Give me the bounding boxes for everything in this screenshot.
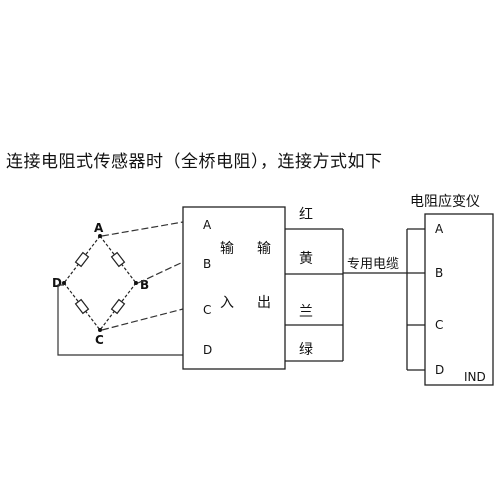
- resistor-d-c: [74, 298, 90, 315]
- instrument-pin-c: C: [435, 318, 443, 332]
- io-box: [182, 206, 286, 370]
- bridge-label-c: C: [95, 333, 104, 347]
- io-box-output-char-1: 输: [257, 241, 271, 257]
- instrument-tag: IND: [464, 370, 486, 384]
- io-box-pin-b: B: [203, 257, 211, 271]
- box-to-cable-wires: [285, 228, 407, 362]
- bridge-node-a-dot: [98, 234, 102, 238]
- wire-label-yellow: 黄: [299, 250, 313, 267]
- instrument-pin-b: B: [435, 266, 443, 280]
- bridge-label-d: D: [52, 276, 62, 290]
- bridge-node-b-dot: [134, 281, 138, 285]
- resistor-b-c: [110, 298, 126, 315]
- instrument-pin-d: D: [435, 363, 444, 377]
- wire-c-to-box: [101, 308, 184, 331]
- instrument-box: [424, 213, 494, 386]
- bridge-circuit: [63, 235, 137, 331]
- resistor-a-b: [110, 251, 126, 268]
- resistor-a-d: [74, 251, 90, 268]
- bridge-label-a: A: [94, 221, 104, 235]
- wire-a-to-box: [101, 221, 184, 237]
- io-box-output-char-2: 出: [257, 295, 271, 311]
- instrument-title: 电阻应变仪: [410, 193, 480, 210]
- io-box-pin-d: D: [203, 343, 212, 357]
- bridge-node-d-dot: [62, 281, 66, 285]
- wire-label-green: 绿: [299, 342, 313, 358]
- io-box-pin-c: C: [203, 303, 211, 317]
- instrument-pin-a: A: [435, 222, 444, 236]
- instrument-bus: [406, 228, 425, 371]
- bridge-label-b: B: [140, 278, 149, 292]
- wire-d-to-box: [57, 284, 183, 356]
- bridge-node-c-dot: [98, 328, 102, 332]
- bridge-nodes: [62, 234, 138, 332]
- io-box-input-char-2: 入: [220, 295, 234, 311]
- cable-label: 专用电缆: [347, 256, 399, 272]
- io-box-pin-a: A: [203, 218, 212, 232]
- wire-b-to-box: [137, 261, 184, 284]
- bridge-to-box-wires: [57, 221, 184, 356]
- io-box-input-char-1: 输: [220, 241, 234, 257]
- diagram-heading: 连接电阻式传感器时（全桥电阻），连接方式如下: [6, 152, 383, 172]
- wire-label-red: 红: [299, 207, 313, 223]
- wire-label-blue: 兰: [299, 304, 313, 320]
